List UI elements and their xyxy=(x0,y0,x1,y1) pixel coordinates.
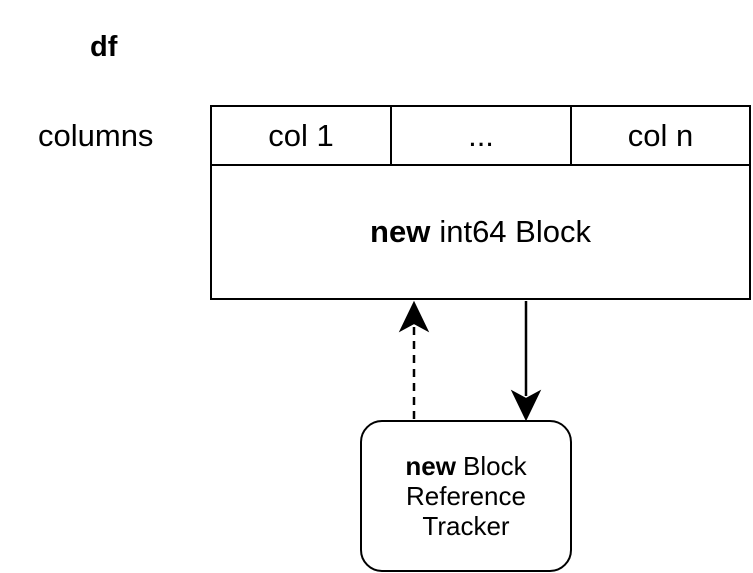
tracker-new-keyword: new xyxy=(405,451,456,481)
block-new-keyword: new xyxy=(370,214,431,249)
tracker-line-3: Tracker xyxy=(422,511,510,541)
column-cell-first: col 1 xyxy=(210,105,392,166)
edge-tracker-to-block xyxy=(398,300,430,419)
tracker-line-2: Reference xyxy=(406,481,526,511)
edge-block-to-tracker xyxy=(510,301,542,422)
tracker-line-1-text: Block xyxy=(463,451,527,481)
column-cell-last: col n xyxy=(570,105,751,166)
columns-label: columns xyxy=(38,118,154,153)
dataframe-label: df xyxy=(90,31,118,63)
block-label: int64 Block xyxy=(439,214,591,249)
int64-block: new int64 Block xyxy=(212,166,749,298)
